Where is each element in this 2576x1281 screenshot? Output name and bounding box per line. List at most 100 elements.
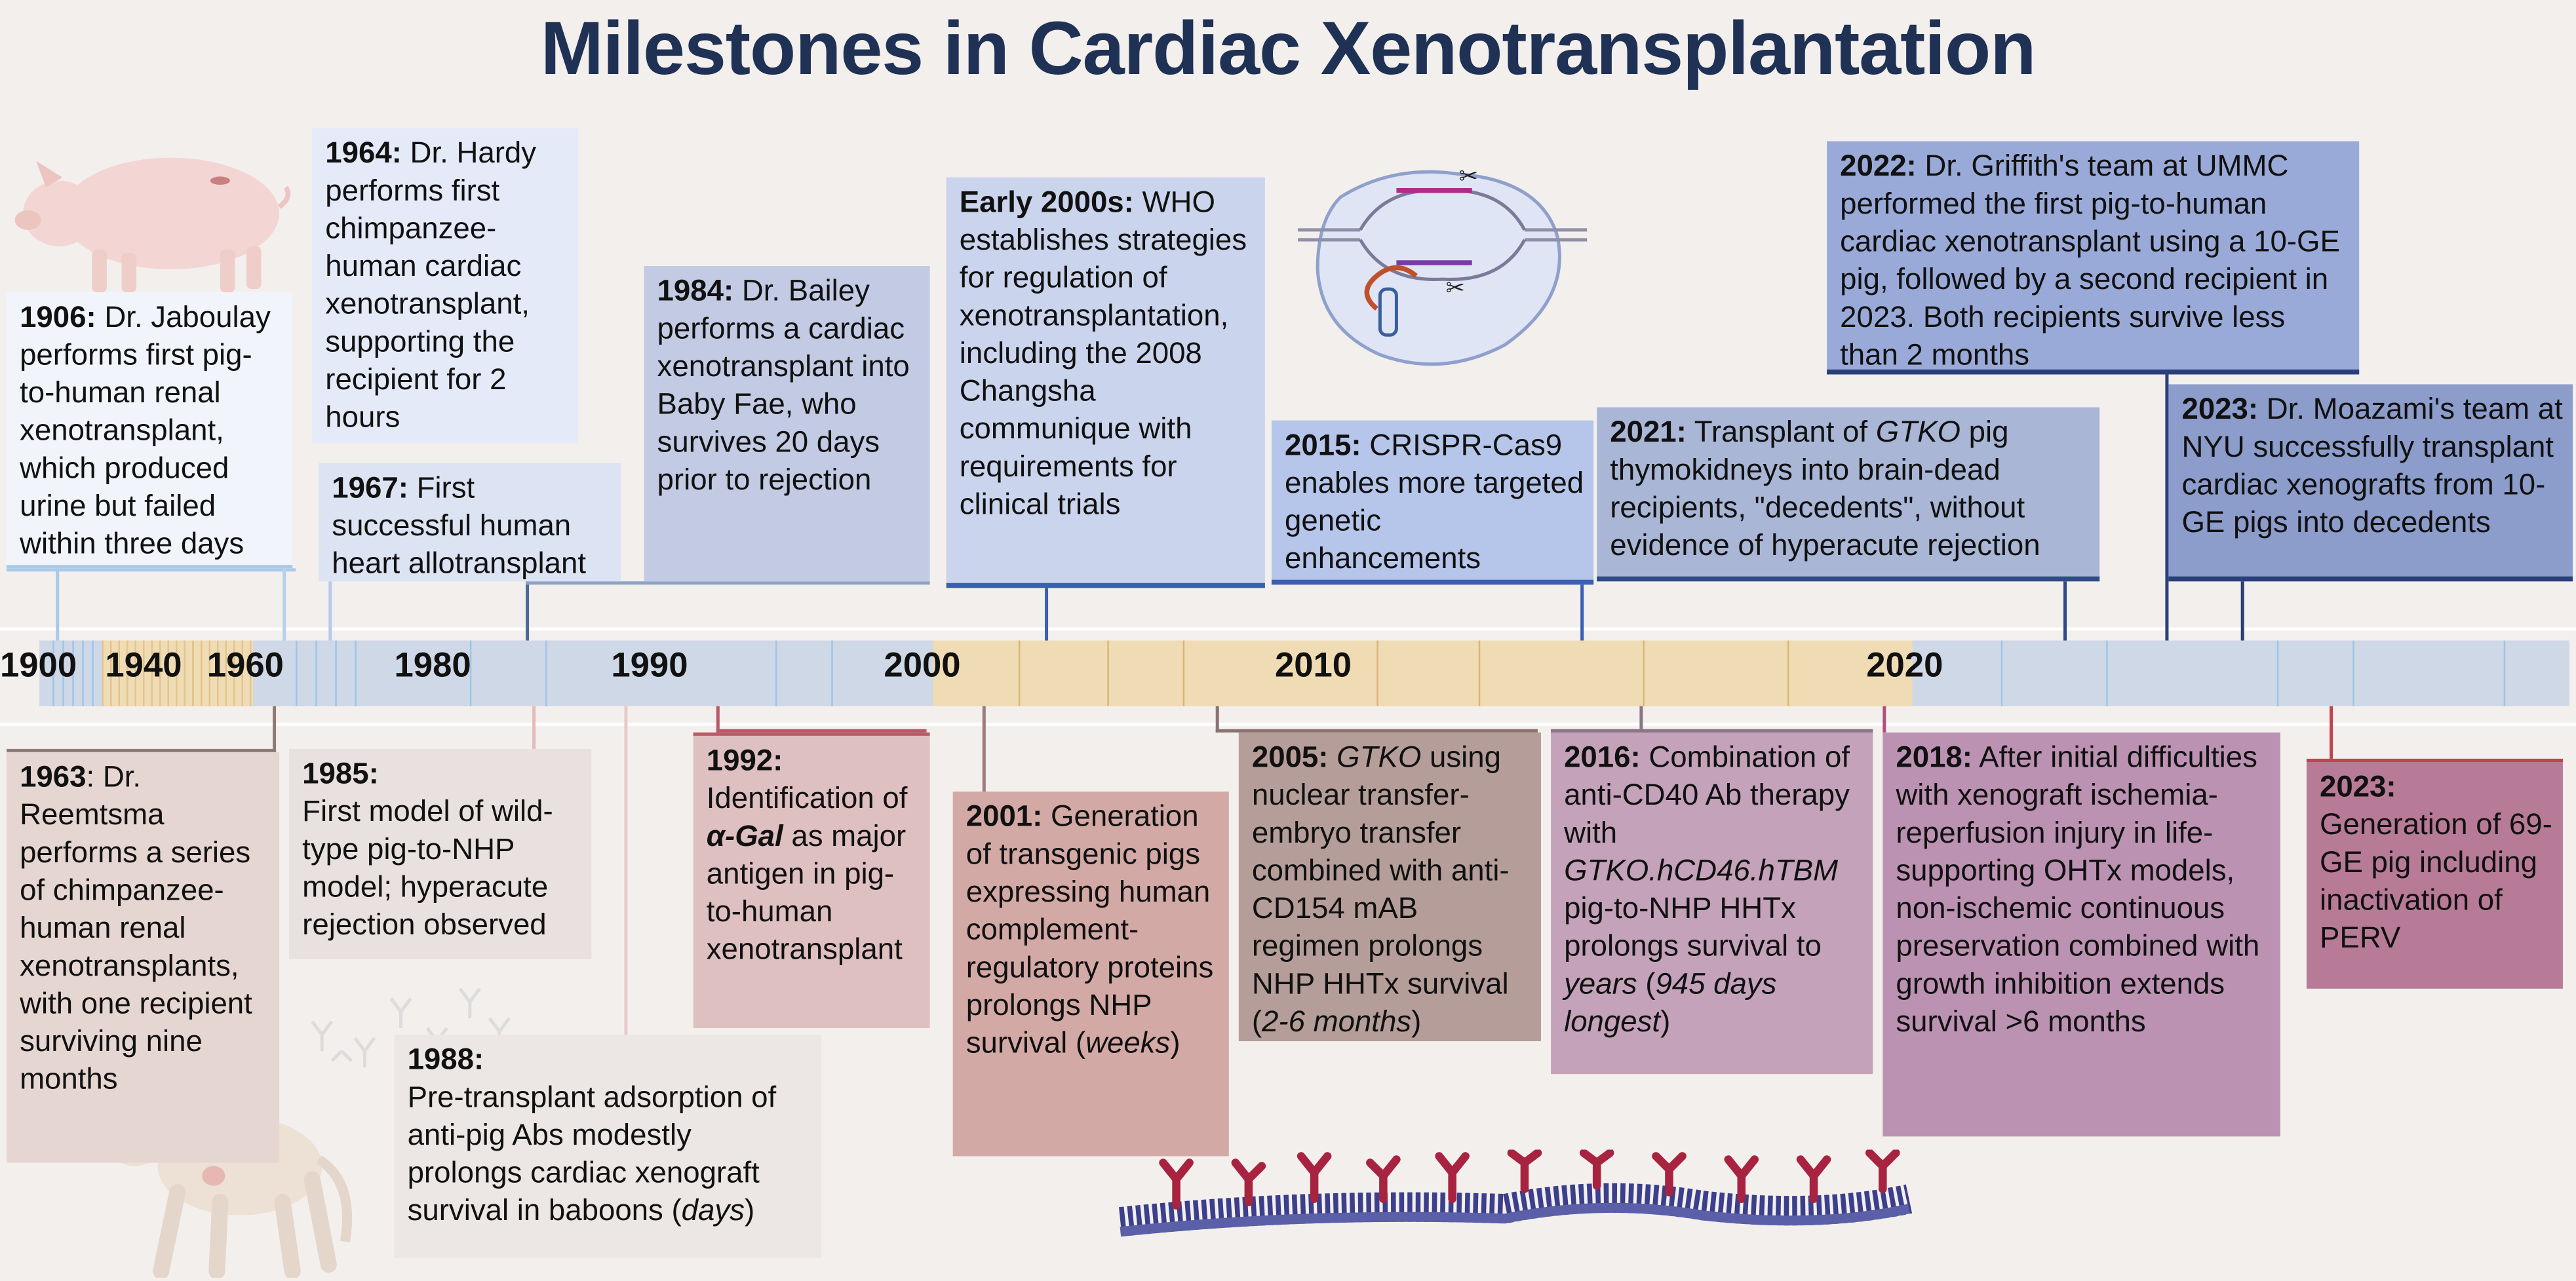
event-text: using nuclear transfer-embryo transfer c… (1252, 740, 1510, 1038)
cell-membrane-glycan-icon (1110, 1149, 1915, 1281)
timeline-tick (2106, 640, 2108, 706)
timeline-tick (1376, 640, 1378, 706)
event-year: 2015: (1285, 429, 1361, 461)
event-year: 2023: (2181, 392, 2258, 425)
timeline-tick (1183, 640, 1185, 706)
event-text-italic: GTKO.hCD46.hTBM (1564, 854, 1838, 887)
timeline-tick (545, 640, 547, 706)
connector-1984-rule (526, 581, 930, 584)
axis-label-2020: 2020 (1866, 647, 1943, 687)
event-text: Dr. Bailey performs a cardiac xenotransp… (657, 275, 910, 496)
axis-label-1900: 1900 (0, 647, 77, 687)
event-year: 1992: (707, 744, 783, 776)
event-year: 1967: (332, 471, 408, 504)
timeline-tick (1107, 640, 1109, 706)
event-2005: 2005: GTKO using nuclear transfer-embryo… (1239, 733, 1541, 1041)
connector-2021 (2063, 581, 2067, 640)
event-year: 2005: (1252, 740, 1329, 773)
timeline-tick (2504, 640, 2506, 706)
event-2023-nyu: 2023: Dr. Moazami's team at NYU successf… (2168, 384, 2573, 581)
event-year: Early 2000s: (960, 185, 1134, 218)
axis-label-1990: 1990 (611, 647, 688, 687)
event-text-italic: GTKO (1337, 740, 1421, 773)
pig-icon (10, 142, 299, 299)
separator-line-lower (0, 723, 2576, 726)
event-2023-69ge: 2023: Generation of 69-GE pig including i… (2307, 759, 2563, 989)
axis-label-2010: 2010 (1275, 647, 1352, 687)
separator-line-upper (0, 627, 2576, 630)
event-text: ) (1411, 1005, 1421, 1038)
timeline-tick (2352, 640, 2354, 706)
timeline-segment-2000-2020 (933, 640, 1913, 706)
event-1906: 1906: Dr. Jaboulay performs first pig-to… (7, 292, 292, 568)
event-text: Dr. Jaboulay performs first pig-to-human… (20, 301, 271, 560)
axis-label-1940: 1940 (105, 647, 182, 687)
event-text-italic: α-Gal (707, 820, 783, 852)
event-text: Generation of transgenic pigs expressing… (966, 800, 1214, 1060)
connector-1988 (624, 706, 627, 1035)
timeline-tick (1643, 640, 1645, 706)
timeline-tick (315, 640, 317, 706)
event-2015: 2015: CRISPR-Cas9 enables more targeted … (1272, 421, 1593, 585)
timeline-tick (1019, 640, 1021, 706)
connector-2001 (983, 706, 986, 792)
event-year: 2021: (1610, 415, 1687, 448)
connector-1906 (56, 568, 59, 640)
event-2018: 2018: After initial difficulties with xe… (1883, 733, 2280, 1137)
connector-2023-below (2330, 706, 2333, 759)
timeline-tick (335, 640, 337, 706)
event-1992: 1992:Identification of α-Gal as major an… (693, 733, 930, 1028)
event-text: First model of wild-type pig-to-NHP mode… (302, 795, 553, 941)
event-text: ) (1660, 1005, 1670, 1038)
event-1967: 1967: First successful human heart allot… (319, 463, 621, 581)
timeline-tick (2001, 640, 2003, 706)
event-text: After initial difficulties with xenograf… (1896, 740, 2259, 1038)
connector-1963 (273, 706, 276, 752)
event-year: 1984: (657, 275, 734, 307)
timeline-tick (296, 640, 298, 706)
event-year: 1985: (302, 757, 379, 790)
timeline-tick (1787, 640, 1789, 706)
event-1963: 1963: Dr. Reemtsma performs a series of … (7, 752, 279, 1163)
event-text: ) (1170, 1026, 1180, 1059)
event-text: ) (745, 1194, 754, 1227)
timeline-tick (831, 640, 833, 706)
event-text-italic: 2-6 months (1262, 1005, 1411, 1038)
axis-label-2000: 2000 (884, 647, 960, 687)
event-1964: 1964: Dr. Hardy performs first chimpanze… (312, 128, 578, 443)
event-text: Dr. Griffith's team at UMMC performed th… (1840, 149, 2340, 371)
event-year: 2018: (1896, 740, 1972, 773)
event-year: 2022: (1840, 149, 1917, 182)
event-2021: 2021: Transplant of GTKO pig thymokidney… (1597, 408, 2099, 582)
axis-label-1980: 1980 (395, 647, 471, 687)
axis-label-1960: 1960 (207, 647, 284, 687)
svg-text:✂: ✂ (1446, 275, 1465, 301)
connector-1906-rule (7, 568, 296, 571)
event-year: 1964: (325, 136, 402, 169)
event-1984: 1984: Dr. Bailey performs a cardiac xeno… (644, 266, 930, 581)
event-text: WHO establishes strategies for regulatio… (960, 185, 1247, 520)
connector-1967 (328, 581, 332, 640)
timeline-tick (775, 640, 777, 706)
event-year: 1906: (20, 301, 96, 334)
event-text-italic: days (682, 1194, 745, 1227)
event-2001: 2001: Generation of transgenic pigs expr… (953, 792, 1229, 1156)
event-2022: 2022: Dr. Griffith's team at UMMC perfor… (1827, 142, 2359, 375)
event-text-italic: GTKO (1876, 415, 1961, 448)
connector-2005 (1216, 706, 1219, 733)
timeline-tick (82, 640, 84, 706)
connector-1984 (526, 581, 529, 640)
svg-text:✂: ✂ (1459, 164, 1478, 189)
event-text: Identification of (707, 782, 908, 814)
timeline-tick (1479, 640, 1481, 706)
event-1988: 1988:Pre-transplant adsorption of anti-p… (395, 1035, 822, 1258)
figure-title: Milestones in Cardiac Xenotransplantatio… (0, 3, 2576, 92)
event-text-italic: years (1564, 967, 1637, 1000)
event-early-2000s: Early 2000s: WHO establishes strategies … (946, 178, 1265, 588)
event-year: 1988: (408, 1043, 484, 1076)
event-text: Generation of 69-GE pig including inacti… (2320, 808, 2552, 954)
event-year: 2023: (2320, 770, 2396, 803)
connector-1985 (532, 706, 536, 749)
event-text: Transplant of (1687, 415, 1876, 448)
